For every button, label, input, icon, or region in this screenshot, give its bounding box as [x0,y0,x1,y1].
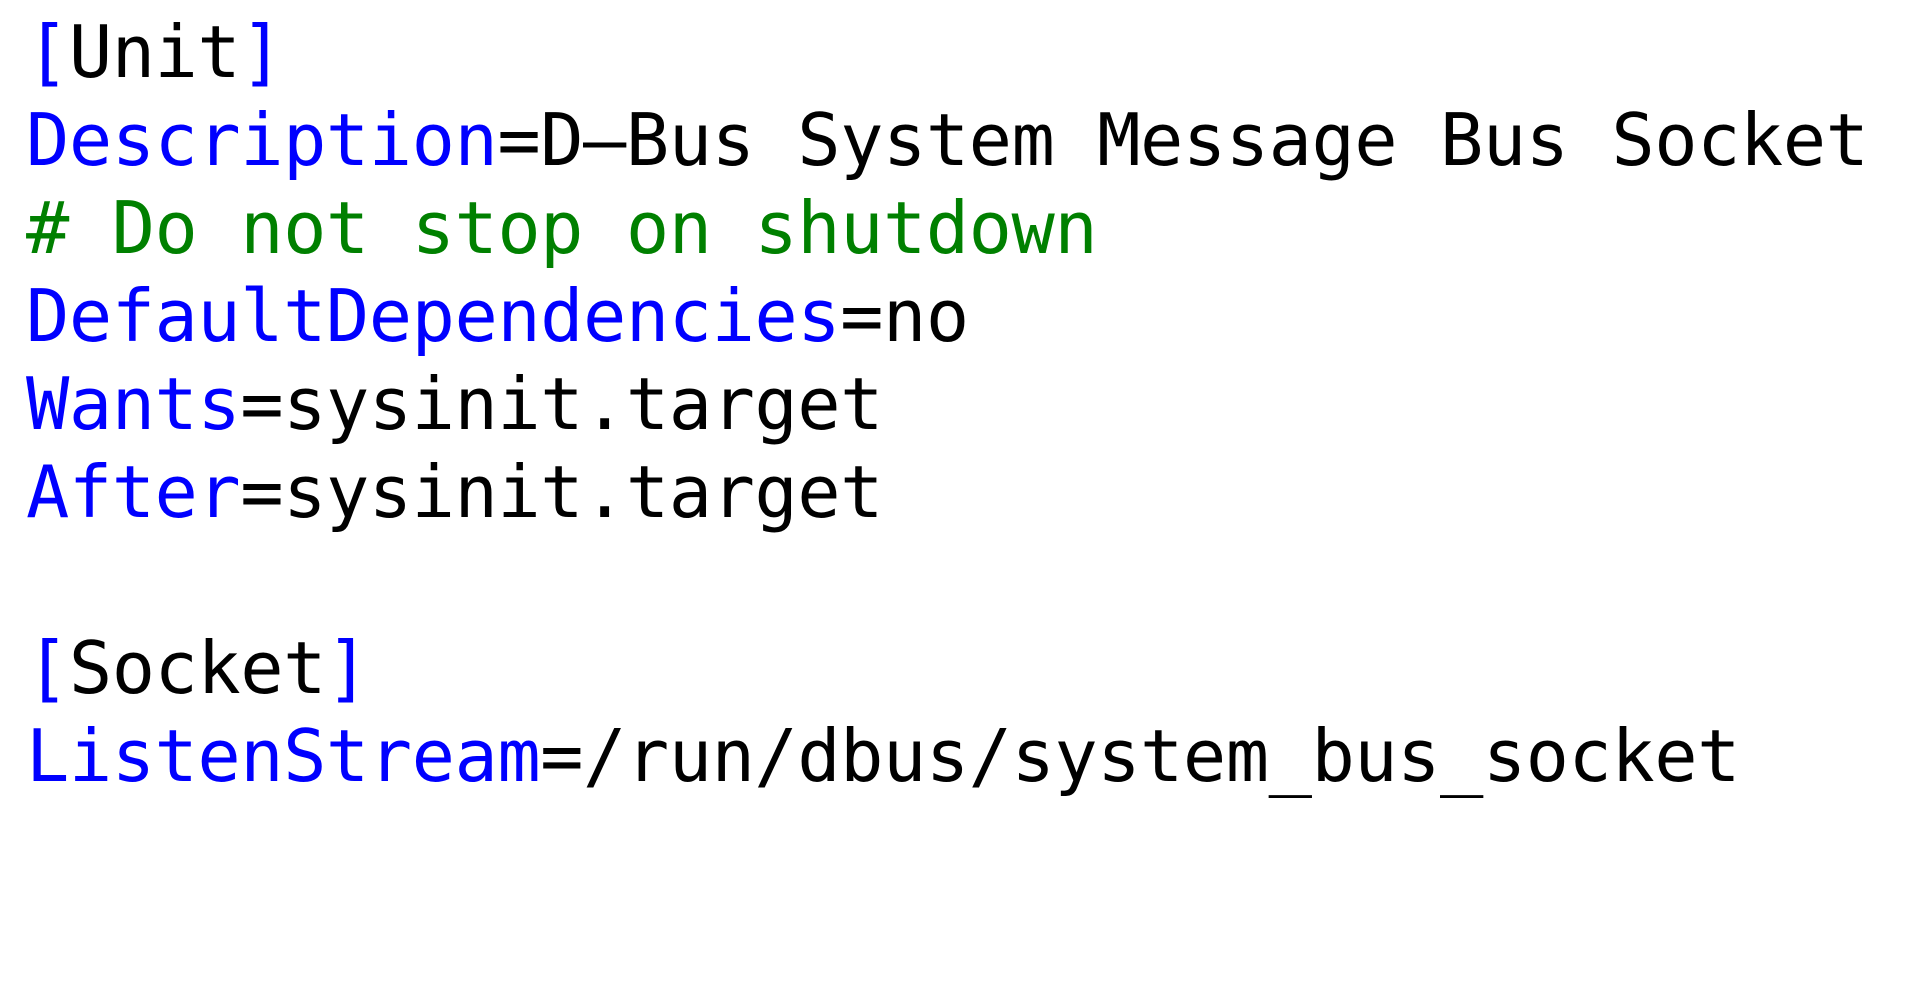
token-section: Socket [68,626,327,710]
token-eq: = [240,362,284,446]
token-key: ListenStream [26,714,541,798]
token-key: Description [26,98,498,182]
token-eq: = [240,450,284,534]
code-line-4: DefaultDependencies=no [26,272,969,360]
token-value: D–Bus System Message Bus Socket [540,98,1869,182]
code-line-5: Wants=sysinit.target [26,360,883,448]
token-value: /run/dbus/system_bus_socket [583,714,1740,798]
token-section: Unit [68,10,241,94]
code-line-3: # Do not stop on shutdown [26,184,1098,272]
token-bracket: ] [240,10,284,94]
token-bracket: ] [325,626,369,710]
token-value: sysinit.target [283,362,883,446]
code-line-2: Description=D–Bus System Message Bus Soc… [26,96,1869,184]
code-line-1: [Unit] [26,8,284,96]
token-key: Wants [26,362,241,446]
token-eq: = [497,98,541,182]
token-bracket: [ [26,626,69,710]
code-line-6: After=sysinit.target [26,448,883,536]
token-value: no [882,274,969,358]
token-eq: = [840,274,883,358]
token-key: After [26,450,241,534]
code-line-8: [Socket] [26,624,369,712]
code-line-9: ListenStream=/run/dbus/system_bus_socket [26,712,1740,800]
token-eq: = [540,714,584,798]
token-value: sysinit.target [283,450,883,534]
token-key: DefaultDependencies [26,274,841,358]
token-bracket: [ [26,10,69,94]
token-comment: # Do not stop on shutdown [26,186,1098,270]
